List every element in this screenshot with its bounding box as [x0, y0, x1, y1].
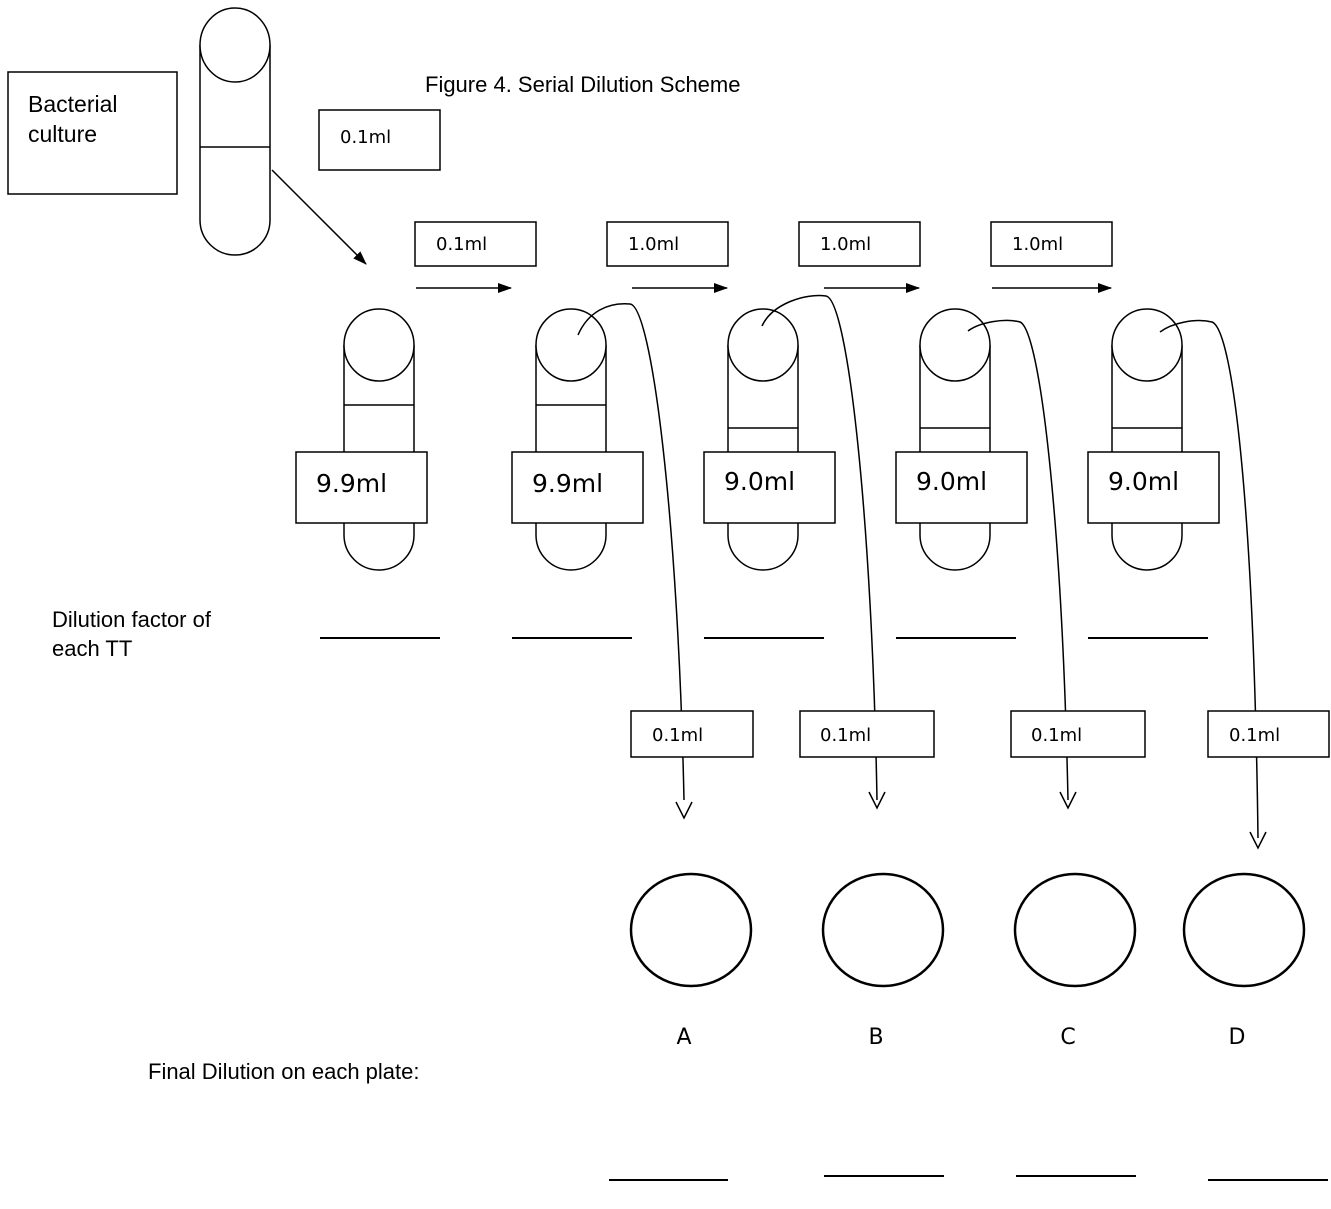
agar-plates: [631, 874, 1304, 986]
dilution-factor-label-line2: each TT: [52, 636, 132, 661]
figure-title: Figure 4. Serial Dilution Scheme: [425, 72, 740, 97]
source-label-line2: culture: [28, 121, 97, 147]
plate-transfer-boxes: 0.1ml 0.1ml 0.1ml 0.1ml: [631, 711, 1329, 757]
transfer-steps: 0.1ml 1.0ml 1.0ml 1.0ml: [415, 222, 1112, 288]
source-transfer-arrow: [272, 170, 366, 264]
down-arrow-icon: [676, 802, 692, 818]
transfer-label: 1.0ml: [820, 234, 871, 255]
transfer-label: 1.0ml: [628, 234, 679, 255]
dilution-tube: 9.9ml: [296, 309, 427, 570]
dilution-tube: 9.0ml: [704, 309, 835, 570]
plating-curve: [1160, 321, 1258, 838]
plate-transfer-label: 0.1ml: [1229, 725, 1280, 746]
final-dilution-blanks: [609, 1176, 1328, 1180]
tube-volume-label: 9.9ml: [316, 469, 387, 498]
source-culture-tube: [200, 8, 270, 255]
plate-label: A: [676, 1025, 691, 1050]
transfer-label: 1.0ml: [1012, 234, 1063, 255]
dilution-tube: 9.9ml: [512, 309, 643, 570]
agar-plate: [1184, 874, 1304, 986]
dilution-tube: 9.0ml: [1088, 309, 1219, 570]
tube-volume-label: 9.0ml: [1108, 467, 1179, 496]
agar-plate: [1015, 874, 1135, 986]
dilution-tubes: 9.9ml 9.9ml 9.0ml 9.0ml: [296, 309, 1219, 570]
dilution-factor-label-line1: Dilution factor of: [52, 607, 212, 632]
dilution-tube: 9.0ml: [896, 309, 1027, 570]
plate-transfer-label: 0.1ml: [1031, 725, 1082, 746]
source-label-line1: Bacterial: [28, 91, 117, 117]
source-volume-label: 0.1ml: [340, 127, 391, 148]
tube-volume-label: 9.9ml: [532, 469, 603, 498]
plating-arrowheads: [676, 792, 1266, 848]
tube-volume-label: 9.0ml: [916, 467, 987, 496]
plate-transfer-label: 0.1ml: [652, 725, 703, 746]
plate-label: D: [1229, 1025, 1246, 1050]
transfer-label: 0.1ml: [436, 234, 487, 255]
plate-label: B: [868, 1025, 883, 1050]
final-dilution-label: Final Dilution on each plate:: [148, 1059, 420, 1084]
tube-volume-label: 9.0ml: [724, 467, 795, 496]
agar-plate: [823, 874, 943, 986]
agar-plate: [631, 874, 751, 986]
plate-label: C: [1060, 1025, 1075, 1050]
plate-transfer-label: 0.1ml: [820, 725, 871, 746]
